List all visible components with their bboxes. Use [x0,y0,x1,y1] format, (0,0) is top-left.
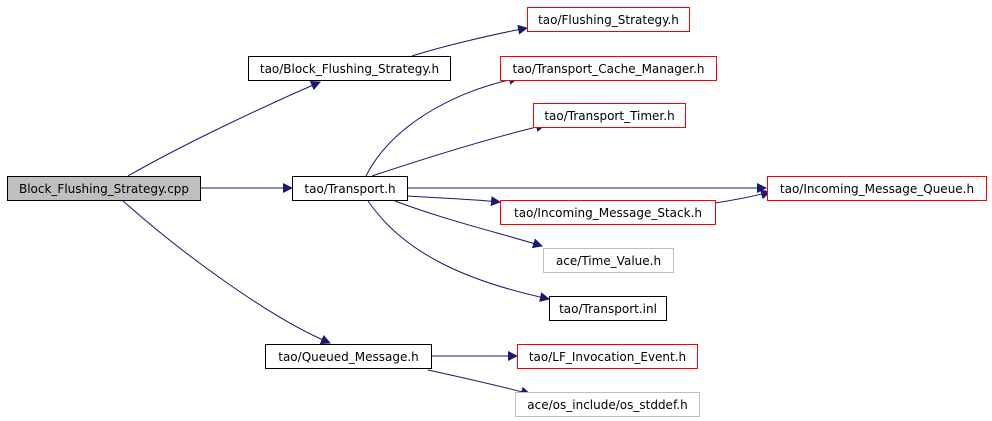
node-transport-cache-manager-h[interactable]: tao/Transport_Cache_Manager.h [500,56,717,81]
node-flushing-strategy-h[interactable]: tao/Flushing_Strategy.h [527,7,690,32]
node-incoming-message-stack-h[interactable]: tao/Incoming_Message_Stack.h [500,200,716,225]
node-label: tao/Block_Flushing_Strategy.h [259,61,440,76]
edge-queued-message-to-os-stddef [427,369,531,397]
node-label: tao/Flushing_Strategy.h [538,12,679,27]
node-lf-invocation-event-h[interactable]: tao/LF_Invocation_Event.h [517,344,698,369]
node-label: tao/Transport_Cache_Manager.h [512,61,705,76]
edge-incoming-stack-to-incoming-queue [714,189,771,204]
node-transport-timer-h[interactable]: tao/Transport_Timer.h [533,103,686,128]
node-label: ace/Time_Value.h [555,253,662,268]
edge-transport-to-transport-cache-manager [365,74,519,177]
node-incoming-message-queue-h[interactable]: tao/Incoming_Message_Queue.h [767,176,987,201]
edge-transport-to-transport-inl [367,200,550,302]
node-label: ace/os_include/os_stddef.h [527,397,688,412]
node-block-flushing-strategy-h[interactable]: tao/Block_Flushing_Strategy.h [248,56,451,81]
edge-transport-to-transport-timer [371,122,546,177]
node-label: tao/LF_Invocation_Event.h [528,349,687,364]
node-label: tao/Queued_Message.h [278,349,419,364]
edge-block-flushing-to-flushing-strategy [411,24,528,57]
node-label: tao/Transport_Timer.h [544,108,675,123]
node-queued-message-h[interactable]: tao/Queued_Message.h [265,344,432,369]
edge-root-to-block-flushing-strategy [127,80,321,177]
node-label: Block_Flushing_Strategy.cpp [18,181,190,196]
node-label: tao/Incoming_Message_Queue.h [779,181,975,196]
node-os-stddef-h[interactable]: ace/os_include/os_stddef.h [515,392,700,417]
node-transport-inl[interactable]: tao/Transport.inl [549,296,667,321]
node-label: tao/Incoming_Message_Stack.h [513,205,702,220]
node-transport-h[interactable]: tao/Transport.h [292,176,408,201]
node-label: tao/Transport.h [304,181,396,196]
edge-transport-to-time-value [394,200,543,249]
node-label: tao/Transport.inl [559,301,657,316]
node-time-value-h[interactable]: ace/Time_Value.h [543,248,674,273]
node-block-flushing-strategy-cpp[interactable]: Block_Flushing_Strategy.cpp [7,176,201,201]
edge-transport-to-incoming-message-stack [406,195,501,207]
edge-root-to-queued-message [121,199,331,345]
